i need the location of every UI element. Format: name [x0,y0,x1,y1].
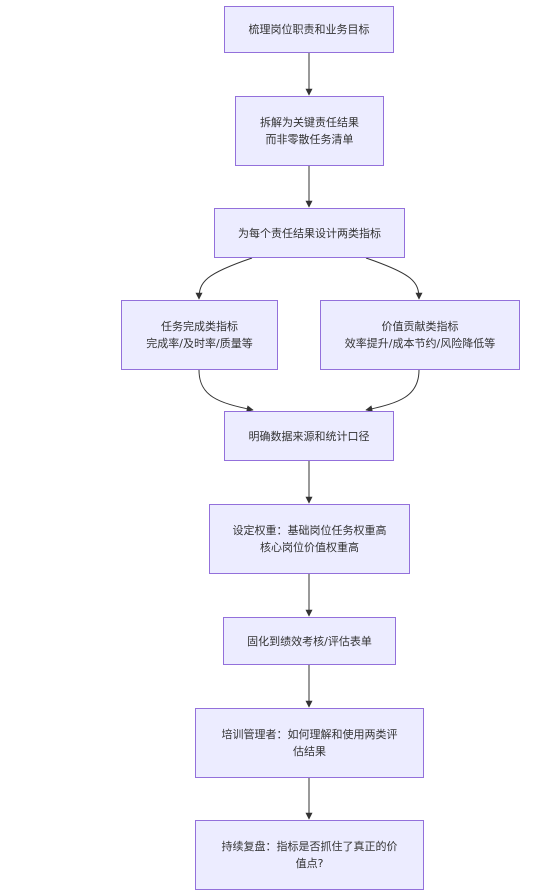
node-line: 培训管理者：如何理解和使用两类评 [221,728,398,741]
node-line: 明确数据来源和统计口径 [248,429,370,443]
node-n6: 明确数据来源和统计口径 [224,411,394,461]
node-line: 拆解为关键责任结果 [260,116,359,129]
node-n10: 持续复盘：指标是否抓住了真正的价 值点? [195,820,424,890]
node-n4: 任务完成类指标 完成率/及时率/质量等 [121,300,278,370]
node-line: 为每个责任结果设计两类指标 [238,226,381,240]
node-line: 值点? [295,857,324,870]
node-line: 梳理岗位职责和业务目标 [248,23,370,36]
edge-n4-n6 [198,369,254,413]
edge-n3-n4 [195,257,253,300]
node-n5: 价值贡献类指标 效率提升/成本节约/风险降低等 [320,300,520,370]
node-line: 估结果 [293,745,326,758]
node-line: 固化到绩效考核/评估表单 [247,634,372,648]
node-line: 核心岗位价值权重高 [260,541,359,554]
edge-n3-n5 [365,257,423,300]
node-n8: 固化到绩效考核/评估表单 [223,617,396,665]
node-n9: 培训管理者：如何理解和使用两类评 估结果 [195,708,424,778]
node-line: 效率提升/成本节约/风险降低等 [344,337,496,350]
edge-n5-n6 [365,369,420,413]
node-line: 持续复盘：指标是否抓住了真正的价 [221,840,398,853]
node-line: 而非零散任务清单 [265,133,354,146]
node-line: 价值贡献类指标 [381,320,459,333]
node-n1: 梳理岗位职责和业务目标 [224,6,394,53]
node-n7: 设定权重：基础岗位任务权重高 核心岗位价值权重高 [209,504,410,574]
node-n2: 拆解为关键责任结果 而非零散任务清单 [235,96,384,166]
node-line: 设定权重：基础岗位任务权重高 [232,524,387,537]
node-line: 完成率/及时率/质量等 [146,337,253,350]
node-n3: 为每个责任结果设计两类指标 [214,208,405,258]
node-line: 任务完成类指标 [160,320,238,333]
